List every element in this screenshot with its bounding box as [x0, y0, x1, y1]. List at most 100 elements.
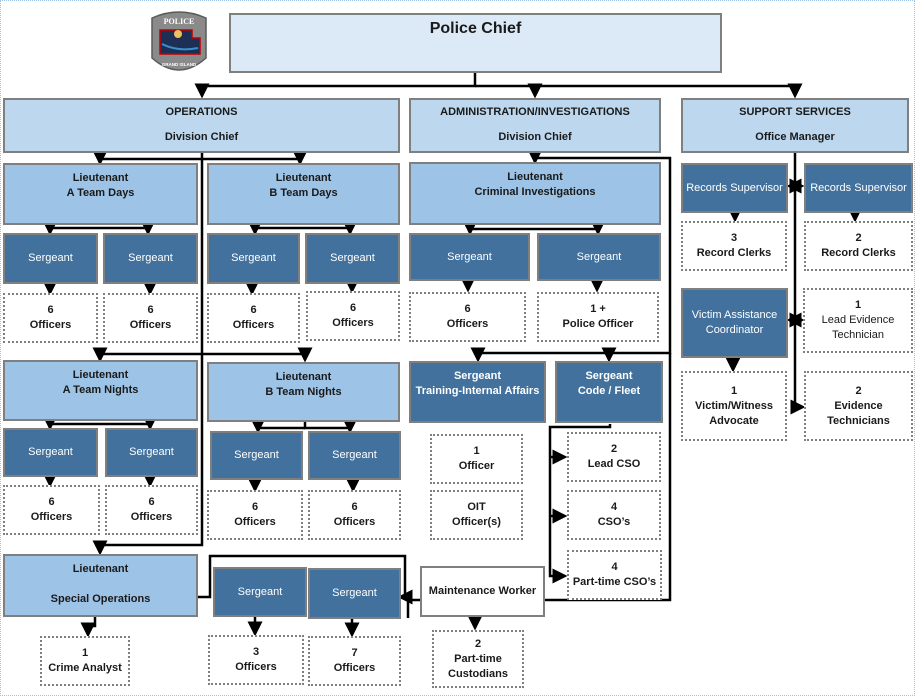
unit-label: B Team Nights [265, 386, 342, 398]
staff-label: Officers [235, 661, 277, 673]
sergeant-label: Sergeant [447, 250, 492, 263]
count: 1 [730, 384, 738, 397]
count: 2 [855, 232, 862, 244]
sergeant-box[interactable]: Sergeant [3, 428, 98, 477]
oit-officer-box[interactable]: OIT Officer(s) [430, 490, 523, 540]
sergeant-label: Sergeant [231, 252, 276, 264]
staff-label: Officer(s) [452, 516, 501, 528]
unit-label: A Team Days [66, 187, 135, 199]
sergeant-box[interactable]: Sergeant [305, 233, 400, 284]
sergeant-box[interactable]: Sergeant [308, 431, 401, 480]
lieutenant-special-operations[interactable]: Lieutenant Special Operations [3, 554, 198, 617]
staff-label: Record Clerks [696, 247, 772, 259]
chief-title: Police Chief [429, 20, 522, 37]
staff-label: Officers [332, 317, 374, 329]
victim-witness-advocate-box[interactable]: 1 Victim/Witness Advocate [681, 371, 787, 441]
count: 1 + [590, 303, 606, 315]
staff-label: Record Clerks [821, 247, 896, 259]
division-head: Division Chief [498, 131, 572, 143]
maintenance-worker-box[interactable]: Maintenance Worker [420, 566, 545, 617]
role-label: Lieutenant [72, 563, 129, 575]
staff-label: Crime Analyst [48, 662, 122, 674]
support-division-box[interactable]: SUPPORT SERVICES Office Manager [681, 98, 909, 153]
sergeant-training-internal-affairs[interactable]: Sergeant Training-Internal Affairs [409, 361, 546, 423]
sergeant-label: Sergeant [237, 585, 283, 598]
sergeant-label: Sergeant [330, 252, 375, 264]
role-label: Maintenance Worker [428, 585, 537, 597]
division-name: SUPPORT SERVICES [739, 106, 851, 118]
custodians-box[interactable]: 2 Part-time Custodians [432, 630, 524, 688]
operations-division-box[interactable]: OPERATIONS Division Chief [3, 98, 400, 153]
police-chief-box[interactable]: Police Chief [229, 13, 722, 73]
sergeant-box[interactable]: Sergeant [213, 567, 307, 617]
unit-label: A Team Nights [62, 384, 139, 396]
sergeant-box[interactable]: Sergeant [409, 233, 530, 281]
division-name: OPERATIONS [165, 106, 238, 118]
staff-label: Evidence [834, 399, 883, 412]
admin-division-box[interactable]: ADMINISTRATION/INVESTIGATIONS Division C… [409, 98, 661, 153]
role-label: Lieutenant [72, 369, 129, 381]
records-supervisor-box[interactable]: Records Supervisor [681, 163, 788, 213]
count: 6 [147, 304, 154, 316]
records-supervisor-box[interactable]: Records Supervisor [804, 163, 913, 213]
sergeant-box[interactable]: Sergeant [3, 233, 98, 284]
sergeant-code-fleet[interactable]: Sergeant Code / Fleet [555, 361, 663, 423]
lieutenant-b-team-nights[interactable]: Lieutenant B Team Nights [207, 362, 400, 422]
count: 6 [148, 496, 155, 508]
count: 2 [610, 443, 618, 455]
unit-label: Training-Internal Affairs [415, 385, 540, 397]
lieutenant-criminal-investigations[interactable]: Lieutenant Criminal Investigations [409, 162, 661, 225]
count: 1 [854, 299, 862, 311]
sergeant-box[interactable]: Sergeant [207, 233, 300, 284]
sergeant-box[interactable]: Sergeant [308, 568, 401, 619]
sergeant-box[interactable]: Sergeant [537, 233, 661, 281]
evidence-technicians-box[interactable]: 2 Evidence Technicians [804, 371, 913, 441]
staff-label: Officers [29, 319, 72, 331]
sergeant-box[interactable]: Sergeant [105, 428, 198, 477]
lead-evidence-technician-box: 1 Lead Evidence Technician [803, 288, 913, 353]
division-head: Office Manager [755, 131, 835, 143]
lieutenant-a-team-days[interactable]: Lieutenant A Team Days [3, 163, 198, 225]
role-label: Sergeant [585, 370, 633, 382]
staff-label: Officers [333, 662, 376, 674]
victim-assistance-coordinator-box[interactable]: Victim Assistance Coordinator [681, 288, 788, 358]
sergeant-box[interactable]: Sergeant [103, 233, 198, 284]
staff-label: Technician [832, 329, 884, 341]
count: 6 [48, 496, 55, 508]
count: OIT [467, 501, 486, 513]
lieutenant-b-team-days[interactable]: Lieutenant B Team Days [207, 163, 400, 225]
police-officer-box[interactable]: 1 +Police Officer [537, 292, 659, 342]
count: 6 [47, 304, 54, 316]
sergeant-box[interactable]: Sergeant [210, 431, 303, 480]
count: 7 [351, 647, 358, 659]
lieutenant-a-team-nights[interactable]: Lieutenant A Team Nights [3, 360, 198, 421]
count: 3 [252, 646, 260, 658]
staff-label: Technicians [827, 414, 890, 427]
role-label: Victim Assistance [691, 309, 778, 321]
staff-label: Officers [129, 319, 172, 331]
staff-label: CSO’s [597, 516, 631, 528]
staff-label: Officers [446, 318, 489, 330]
staff-label: Advocate [709, 414, 759, 427]
sergeant-label: Sergeant [129, 446, 174, 458]
count: 6 [351, 501, 358, 513]
